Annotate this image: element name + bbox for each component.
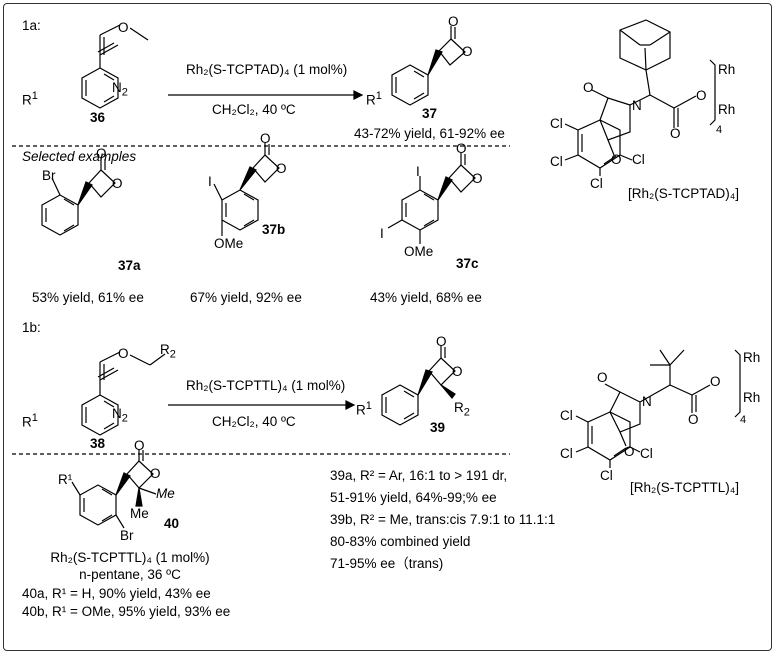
atom-o: O <box>118 20 129 35</box>
atom-o: O <box>150 466 161 481</box>
methyl-group: Me <box>130 506 149 521</box>
note-39a: 39a, R² = Ar, 16:1 to > 191 dr, <box>330 468 508 483</box>
r2-group: R2 <box>160 342 176 361</box>
product-39-structure <box>381 346 456 426</box>
result-40a: 40a, R¹ = H, 90% yield, 43% ee <box>22 586 211 601</box>
atom-n: N <box>642 394 652 409</box>
atom-i: I <box>208 174 212 189</box>
example-40-conditions: n-pentane, 36 ºC <box>79 567 181 582</box>
compound-37b: 37b <box>262 222 286 237</box>
atom-br: Br <box>42 168 56 183</box>
atom-n2: N2 <box>112 406 128 425</box>
compound-38: 38 <box>90 436 106 451</box>
atom-i: I <box>416 164 420 179</box>
catalyst-tcpttl-structure <box>575 349 741 468</box>
atom-o: O <box>462 44 473 59</box>
example-37c-structure <box>387 153 476 244</box>
methoxy-group: OMe <box>404 244 434 259</box>
atom-o: O <box>112 176 123 191</box>
example-37a-structure <box>41 158 116 236</box>
atom-o: O <box>436 334 447 349</box>
r1-substituent: R1 <box>22 90 38 108</box>
catalyst-1a: Rh₂(S-TCPTAD)₄ (1 mol%) <box>186 62 348 77</box>
atom-o: O <box>276 161 287 176</box>
atom-n: N <box>632 98 642 113</box>
label-1a: 1a: <box>22 18 41 33</box>
conditions-1b: CH₂Cl₂, 40 ºC <box>212 414 296 429</box>
rh-atom: Rh <box>718 62 736 77</box>
compound-40: 40 <box>164 516 180 531</box>
compound-37a: 37a <box>118 258 141 273</box>
atom-o: O <box>597 370 608 385</box>
atom-o: O <box>456 141 467 156</box>
rh-atom: Rh <box>743 390 761 405</box>
substrate-38-structure <box>81 351 166 436</box>
r1-substituent: R1 <box>356 400 372 418</box>
atom-cl: Cl <box>560 408 573 423</box>
compound-39: 39 <box>430 420 446 435</box>
atom-cl: Cl <box>600 468 613 483</box>
atom-cl: Cl <box>590 176 603 191</box>
atom-o: O <box>624 444 635 459</box>
note-39a-yield: 51-91% yield, 64%-99;% ee <box>330 490 497 505</box>
atom-o: O <box>710 374 721 389</box>
atom-cl: Cl <box>550 116 563 131</box>
catalyst-tcptad-name: [Rh₂(S-TCPTAD)₄] <box>628 186 739 201</box>
atom-cl: Cl <box>550 154 563 169</box>
note-39b: 39b, R² = Me, trans:cis 7.9:1 to 11.1:1 <box>330 512 556 527</box>
result-37c: 43% yield, 68% ee <box>370 290 482 305</box>
example-37b-structure <box>213 143 280 236</box>
methoxy-group: OMe <box>214 236 244 251</box>
compound-37: 37 <box>422 106 438 121</box>
atom-o: O <box>688 412 699 427</box>
methyl-group: Me <box>156 486 175 501</box>
conditions-1a: CH₂Cl₂, 40 ºC <box>212 102 296 117</box>
atom-o: O <box>611 152 622 167</box>
atom-o: O <box>260 131 271 146</box>
atom-br: Br <box>120 528 134 543</box>
r1-substituent: R1 <box>366 90 382 108</box>
r2-group: R2 <box>454 400 470 419</box>
result-1a: 43-72% yield, 61-92% ee <box>354 126 505 141</box>
result-40b: 40b, R¹ = OMe, 95% yield, 93% ee <box>22 604 231 619</box>
atom-o: O <box>448 14 459 29</box>
catalyst-tcpttl-name: [Rh₂(S-TCPTTL)₄] <box>630 480 740 495</box>
atom-o: O <box>96 146 107 161</box>
atom-i: I <box>380 226 384 241</box>
atom-o: O <box>670 126 681 141</box>
example-40-catalyst: Rh₂(S-TCPTTL)₄ (1 mol%) <box>50 550 210 565</box>
catalyst-1b: Rh₂(S-TCPTTL)₄ (1 mol%) <box>186 378 346 393</box>
atom-o: O <box>134 438 145 453</box>
atom-o: O <box>583 80 594 95</box>
atom-o: O <box>118 346 129 361</box>
example-40-structure <box>71 449 157 529</box>
atom-n2: N2 <box>112 80 128 99</box>
atom-o: O <box>696 88 707 103</box>
atom-cl: Cl <box>640 446 653 461</box>
atom-o: O <box>452 364 463 379</box>
catalyst-tcptad-structure <box>564 19 716 176</box>
scheme-frame <box>3 3 772 651</box>
subscript-4: 4 <box>740 414 747 426</box>
product-37-structure <box>391 26 466 106</box>
rh-atom: Rh <box>743 350 761 365</box>
compound-37c: 37c <box>456 256 479 271</box>
r1-substituent: R¹ <box>58 472 73 487</box>
result-37a: 53% yield, 61% ee <box>32 290 144 305</box>
rh-atom: Rh <box>718 102 736 117</box>
atom-cl: Cl <box>560 446 573 461</box>
subscript-4: 4 <box>716 124 723 136</box>
substrate-36-structure <box>81 24 149 109</box>
r1-substituent: R1 <box>22 412 38 430</box>
atom-o: O <box>472 171 483 186</box>
selected-examples-label: Selected examples <box>22 149 137 164</box>
note-39b-yield: 80-83% combined yield <box>330 534 471 549</box>
label-1b: 1b: <box>22 320 41 335</box>
compound-36: 36 <box>90 110 106 125</box>
atom-cl: Cl <box>632 152 645 167</box>
result-37b: 67% yield, 92% ee <box>190 290 302 305</box>
note-39b-ee: 71-95% ee（trans) <box>330 556 444 571</box>
